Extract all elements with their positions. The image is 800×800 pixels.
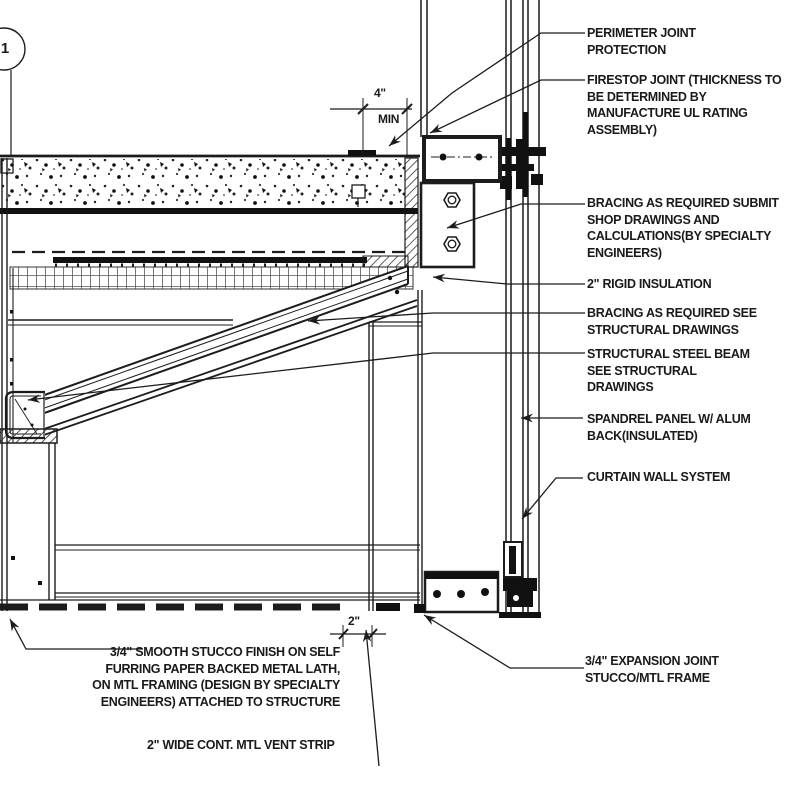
concrete-slab: [0, 159, 405, 208]
firestop-box: [422, 135, 502, 183]
diagonal-brace-inner-1: [35, 270, 409, 404]
dim-2in-vent: [330, 625, 386, 647]
anchor-bolt-2: [457, 590, 465, 598]
dim-text-2in: 2": [348, 614, 360, 628]
fastener-2: [10, 358, 14, 362]
rigid-insulation-band: [9, 266, 414, 290]
diagonal-brace-top: [35, 265, 409, 399]
slab-edge-plate: [348, 150, 376, 156]
annotation-firestop-joint: FIRESTOP JOINT (THICKNESS TO BE DETERMIN…: [587, 73, 782, 137]
bracing-bracket: [419, 181, 476, 269]
annotation-bracing-submit: BRACING AS REQUIRED SUBMIT SHOP DRAWINGS…: [587, 196, 779, 260]
leader-bracing-submit: [446, 203, 585, 229]
anchor-bolt-1: [433, 590, 441, 598]
leader-stucco-finish: [9, 618, 143, 650]
kicker-fill: [44, 300, 417, 435]
leader-lines: [9, 32, 585, 767]
firestop-assembly: [422, 135, 502, 183]
annotation-spandrel-panel: SPANDREL PANEL W/ ALUM BACK(INSULATED): [587, 412, 751, 443]
continuous-angle: [53, 257, 367, 263]
joint-block-1: [531, 174, 543, 185]
annotation-perimeter-joint: PERIMETER JOINT PROTECTION: [587, 26, 696, 57]
floor-slab-assembly: [0, 150, 420, 290]
leader-expansion-joint: [423, 614, 584, 669]
embed-plate: [351, 184, 366, 199]
diagonal-brace-inner-2: [35, 278, 409, 412]
diagonal-brace-bottom: [35, 283, 409, 417]
kicker-brace-bottom: [43, 305, 418, 436]
leader-vent-strip: [362, 629, 380, 767]
joint-bar-3: [516, 139, 523, 189]
anchor-tab: [414, 604, 425, 613]
joint-block-2: [500, 176, 512, 189]
annotation-bracing-see: BRACING AS REQUIRED SEE STRUCTURAL DRAWI…: [587, 306, 757, 337]
mullion-blob-hole: [513, 595, 519, 601]
channel-stiffener: [14, 398, 38, 435]
bottom-anchor-assembly: [414, 570, 500, 614]
joint-bar-2: [497, 164, 534, 171]
firestop-bolt-2: [475, 153, 483, 161]
mullion-stack-joint: [497, 112, 546, 200]
kicker-brace-top: [43, 299, 418, 430]
hex-bolt-2-circle: [447, 239, 457, 249]
mullion-channel-fill: [509, 546, 516, 574]
fastener-3: [10, 382, 14, 386]
hex-bolt-1-circle: [447, 195, 457, 205]
detail-bubble-circle: [0, 27, 26, 71]
annotation-curtain-wall: CURTAIN WALL SYSTEM: [587, 470, 731, 484]
curtain-wall-system: [414, 0, 546, 618]
mullion-blob-1: [503, 578, 537, 591]
annotation-rigid-insulation: 2" RIGID INSULATION: [587, 277, 712, 291]
annotation-steel-beam: STRUCTURAL STEEL BEAM SEE STRUCTURAL DRA…: [587, 347, 750, 394]
bearing-plate: [0, 428, 58, 444]
insulation-edge-hatch: [362, 255, 409, 268]
dim-text-4in: 4": [374, 86, 386, 100]
steel-framing: [4, 265, 418, 440]
leader-steel-beam: [27, 352, 585, 403]
anchor-top-bar: [425, 572, 498, 579]
brace-bolt-2: [394, 289, 400, 295]
leader-firestop-joint: [429, 79, 585, 134]
channel-dot-1: [23, 407, 27, 411]
annotation-vent-strip: 2" WIDE CONT. MTL VENT STRIP: [147, 738, 335, 752]
stucco-soffit: [0, 599, 420, 611]
annotation-expansion-joint: 3/4" EXPANSION JOINT STUCCO/MTL FRAME: [585, 654, 719, 685]
leader-perimeter-joint: [388, 32, 585, 147]
leader-curtain-wall: [521, 477, 583, 520]
slab-edge-closure: [404, 157, 419, 268]
channel-dot-2: [30, 423, 34, 427]
firestop-bolt-1: [439, 153, 447, 161]
mullion-sill-bar: [499, 612, 541, 618]
leader-bracing-see: [307, 312, 585, 325]
dim-4in-min: [330, 98, 413, 156]
detail-bubble: [0, 27, 26, 156]
stud-wall: [0, 158, 423, 611]
brace-bolt-1: [387, 275, 393, 281]
mullion-blob-2: [507, 591, 533, 607]
anchor-bolt-3: [481, 588, 489, 596]
stucco-return-piece: [376, 603, 400, 611]
leader-rigid-insulation: [432, 273, 585, 285]
bottom-mullion-assembly: [499, 541, 541, 618]
fastener-1: [10, 310, 14, 314]
dim-text-min: MIN: [378, 112, 400, 126]
metal-deck: [0, 208, 418, 214]
fastener-5: [38, 581, 42, 585]
detail-bubble-number: 1: [0, 40, 10, 57]
annotation-stucco-finish: 3/4" SMOOTH STUCCO FINISH ON SELF FURRIN…: [92, 645, 340, 709]
fastener-4: [11, 556, 15, 560]
dimensions: [330, 98, 413, 647]
